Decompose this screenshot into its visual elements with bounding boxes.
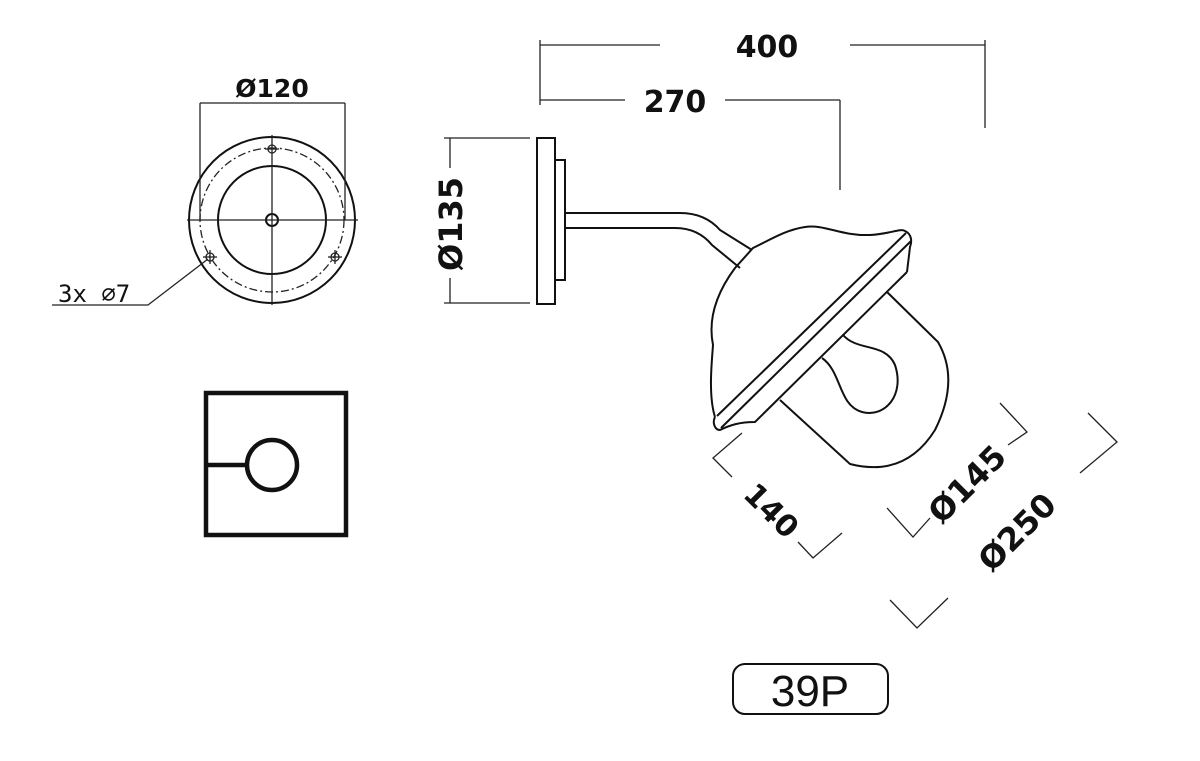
plate-spacer	[554, 159, 566, 281]
model-code-label: 39P	[771, 667, 849, 716]
shade-diameter-label: Ø250	[971, 486, 1064, 579]
wall-plate	[536, 137, 556, 305]
wall-lamp-symbol	[203, 390, 349, 538]
arm-bottom	[565, 227, 741, 269]
overall-length-label: 400	[736, 30, 799, 65]
bulb	[821, 334, 899, 414]
plate-diameter-dimension: Ø135	[432, 137, 530, 304]
shade-dome	[709, 225, 913, 418]
glass-diameter-label: Ø145	[921, 438, 1014, 531]
mount-plate-front-view: Ø120 3x ⌀7	[52, 74, 358, 308]
length-dimensions: 400 270	[539, 30, 986, 190]
mount-holes	[203, 144, 342, 264]
shade-depth-label: 140	[736, 477, 805, 546]
arm-top	[565, 212, 753, 251]
mount-diameter-label: Ø120	[235, 74, 308, 103]
shade-rim-top	[716, 232, 907, 417]
lamp-side-view	[536, 137, 950, 469]
shade-depth-dimension: 140	[712, 432, 843, 559]
shade-rim-edge	[712, 271, 908, 432]
shade-rim-bottom	[720, 240, 912, 429]
plate-diameter-label: Ø135	[432, 177, 470, 271]
glass-outline	[779, 291, 950, 469]
holes-label: 3x ⌀7	[58, 280, 130, 308]
model-code-badge: 39P	[732, 663, 889, 716]
arm-length-label: 270	[644, 85, 707, 120]
holes-leader-line	[52, 258, 209, 306]
